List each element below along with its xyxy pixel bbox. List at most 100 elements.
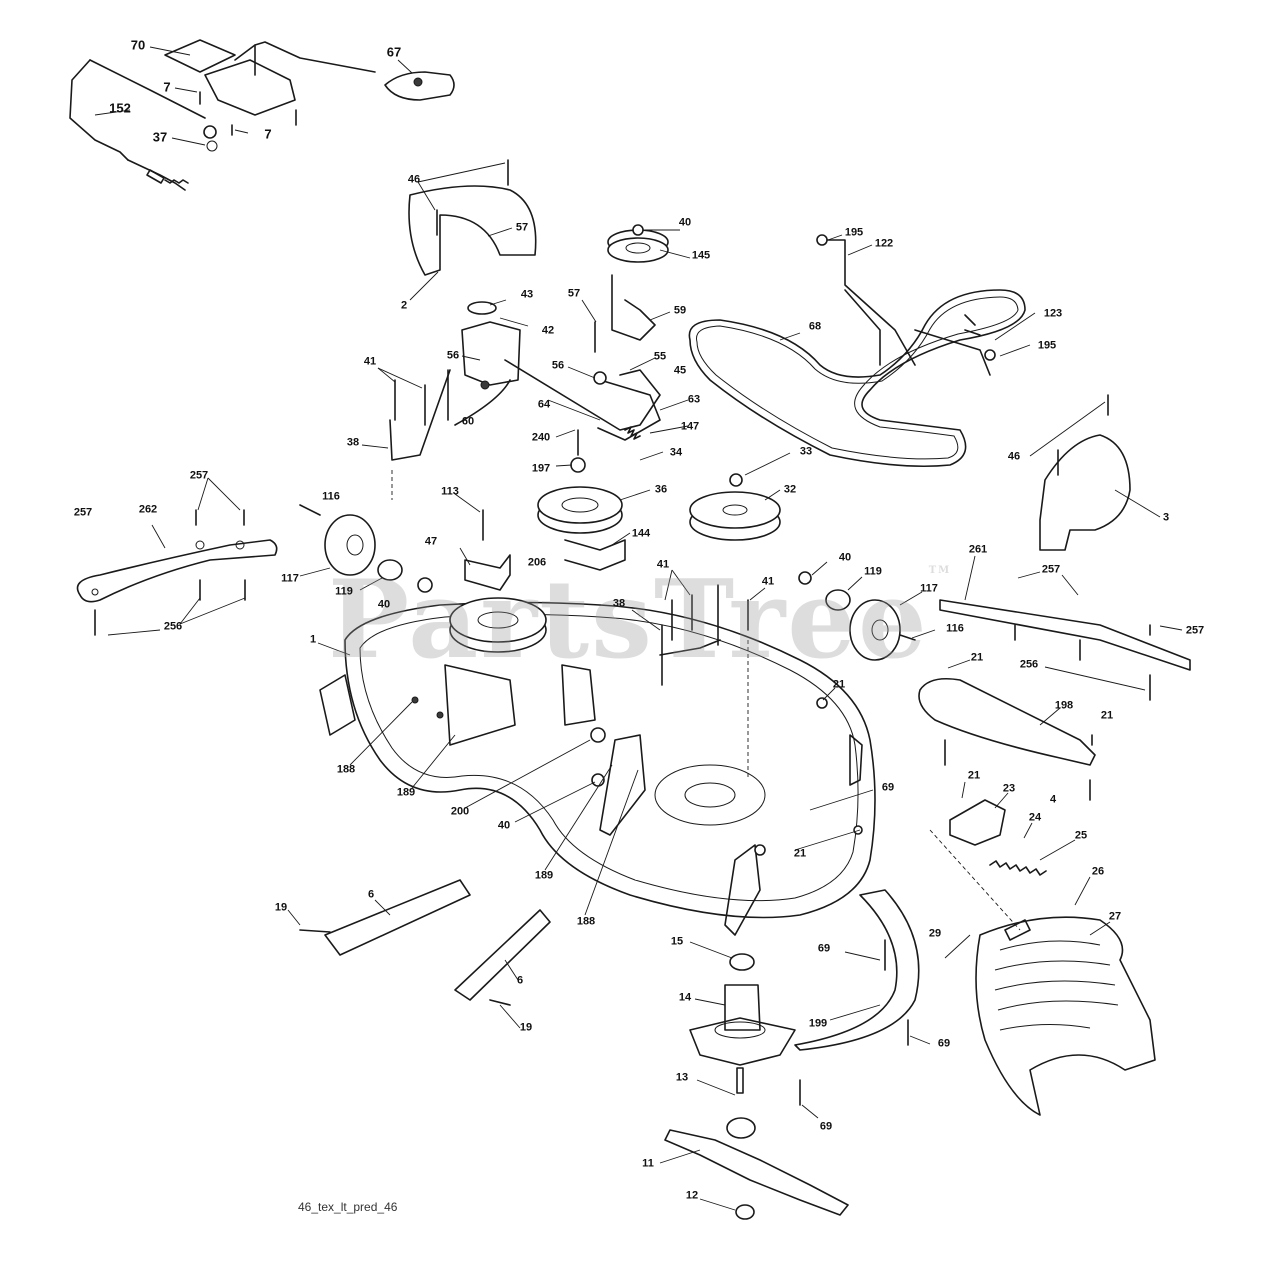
callout-1[interactable]: 1 <box>309 633 317 646</box>
callout-2[interactable]: 2 <box>400 299 408 312</box>
callout-189[interactable]: 189 <box>534 869 554 882</box>
callout-113[interactable]: 113 <box>441 485 459 498</box>
callout-37[interactable]: 37 <box>152 129 168 145</box>
callout-41[interactable]: 41 <box>761 575 775 588</box>
callout-27[interactable]: 27 <box>1108 910 1122 923</box>
callout-38[interactable]: 38 <box>346 436 360 449</box>
callout-21[interactable]: 21 <box>1100 709 1114 722</box>
callout-257[interactable]: 257 <box>1185 624 1205 637</box>
callout-4[interactable]: 4 <box>1049 793 1057 806</box>
callout-11[interactable]: 11 <box>642 1157 654 1170</box>
callout-188[interactable]: 188 <box>336 763 356 776</box>
callout-145[interactable]: 145 <box>691 249 711 262</box>
callout-21[interactable]: 21 <box>970 651 984 664</box>
diagram-code: 46_tex_lt_pred_46 <box>298 1200 398 1214</box>
callout-38[interactable]: 38 <box>612 597 626 610</box>
callout-40[interactable]: 40 <box>838 551 852 564</box>
callout-57[interactable]: 57 <box>567 287 581 300</box>
callout-6[interactable]: 6 <box>516 974 524 987</box>
callout-19[interactable]: 19 <box>519 1021 533 1034</box>
callout-21[interactable]: 21 <box>832 678 846 691</box>
callout-257[interactable]: 257 <box>73 506 93 519</box>
callout-198[interactable]: 198 <box>1054 699 1074 712</box>
main-pulleys <box>537 452 791 571</box>
callout-64[interactable]: 64 <box>537 398 551 411</box>
callout-147[interactable]: 147 <box>680 420 700 433</box>
callout-25[interactable]: 25 <box>1074 829 1088 842</box>
callout-6[interactable]: 6 <box>367 888 375 901</box>
callout-42[interactable]: 42 <box>541 324 555 337</box>
callout-19[interactable]: 19 <box>274 901 288 914</box>
callout-34[interactable]: 34 <box>669 446 683 459</box>
callout-60[interactable]: 60 <box>461 415 475 428</box>
callout-197[interactable]: 197 <box>531 462 551 475</box>
callout-262[interactable]: 262 <box>138 503 158 516</box>
callout-3[interactable]: 3 <box>1162 511 1170 524</box>
callout-47[interactable]: 47 <box>424 535 438 548</box>
callout-70[interactable]: 70 <box>130 37 146 53</box>
callout-123[interactable]: 123 <box>1043 307 1063 320</box>
callout-63[interactable]: 63 <box>687 393 701 406</box>
callout-188[interactable]: 188 <box>576 915 596 928</box>
callout-199[interactable]: 199 <box>808 1017 828 1030</box>
callout-59[interactable]: 59 <box>673 304 687 317</box>
callout-29[interactable]: 29 <box>928 927 942 940</box>
callout-119[interactable]: 119 <box>864 565 882 578</box>
callout-55[interactable]: 55 <box>653 350 667 363</box>
callout-32[interactable]: 32 <box>783 483 797 496</box>
callout-68[interactable]: 68 <box>808 320 822 333</box>
callout-195[interactable]: 195 <box>1037 339 1057 352</box>
callout-43[interactable]: 43 <box>520 288 534 301</box>
callout-21[interactable]: 21 <box>793 847 807 860</box>
callout-26[interactable]: 26 <box>1091 865 1105 878</box>
callout-206[interactable]: 206 <box>527 556 547 569</box>
callout-46[interactable]: 46 <box>407 173 421 186</box>
callout-69[interactable]: 69 <box>817 942 831 955</box>
callout-257[interactable]: 257 <box>189 469 209 482</box>
callout-56[interactable]: 56 <box>551 359 565 372</box>
callout-40[interactable]: 40 <box>497 819 511 832</box>
callout-69[interactable]: 69 <box>937 1037 951 1050</box>
callout-41[interactable]: 41 <box>363 355 377 368</box>
left-gauge-wheel <box>76 477 433 636</box>
callout-116[interactable]: 116 <box>322 490 340 503</box>
callout-119[interactable]: 119 <box>335 585 353 598</box>
callout-261[interactable]: 261 <box>968 543 988 556</box>
callout-15[interactable]: 15 <box>670 935 684 948</box>
callout-56[interactable]: 56 <box>446 349 460 362</box>
callout-122[interactable]: 122 <box>874 237 894 250</box>
callout-152[interactable]: 152 <box>109 100 131 116</box>
callout-69[interactable]: 69 <box>881 781 895 794</box>
callout-240[interactable]: 240 <box>531 431 551 444</box>
callout-195[interactable]: 195 <box>844 226 864 239</box>
callout-144[interactable]: 144 <box>631 527 651 540</box>
callout-14[interactable]: 14 <box>678 991 692 1004</box>
lift-lever-assembly <box>69 39 455 191</box>
callout-12[interactable]: 12 <box>685 1189 699 1202</box>
callout-256[interactable]: 256 <box>1019 658 1039 671</box>
callout-116[interactable]: 116 <box>946 622 964 635</box>
callout-117[interactable]: 117 <box>281 572 299 585</box>
baffles-6 <box>287 879 551 1029</box>
callout-46[interactable]: 46 <box>1007 450 1021 463</box>
callout-40[interactable]: 40 <box>377 598 391 611</box>
callout-13[interactable]: 13 <box>675 1071 689 1084</box>
callout-189[interactable]: 189 <box>396 786 416 799</box>
callout-67[interactable]: 67 <box>386 44 402 60</box>
callout-45[interactable]: 45 <box>673 364 687 377</box>
callout-36[interactable]: 36 <box>654 483 668 496</box>
callout-40[interactable]: 40 <box>678 216 692 229</box>
callout-23[interactable]: 23 <box>1002 782 1016 795</box>
callout-7[interactable]: 7 <box>163 79 171 95</box>
callout-24[interactable]: 24 <box>1028 811 1042 824</box>
callout-256[interactable]: 256 <box>163 620 183 633</box>
callout-257[interactable]: 257 <box>1041 563 1061 576</box>
callout-57[interactable]: 57 <box>515 221 529 234</box>
callout-7[interactable]: 7 <box>264 126 272 142</box>
callout-69[interactable]: 69 <box>819 1120 833 1133</box>
callout-33[interactable]: 33 <box>799 445 813 458</box>
callout-21[interactable]: 21 <box>967 769 981 782</box>
callout-200[interactable]: 200 <box>450 805 470 818</box>
callout-117[interactable]: 117 <box>920 582 938 595</box>
callout-41[interactable]: 41 <box>656 558 670 571</box>
